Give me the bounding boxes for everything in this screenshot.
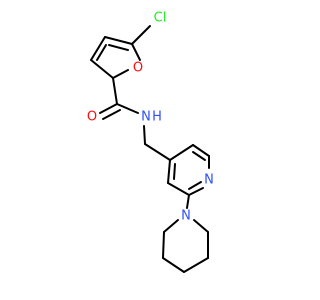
bond-py-c2-c3: [167, 182, 190, 196]
bond-c3-c2: [90, 59, 114, 79]
atom-pyridine-nitrogen-label: N: [204, 173, 214, 188]
bond-pip-c3-c4: [162, 257, 185, 273]
bond-carbonyl-oxygen-1: [99, 103, 118, 114]
bond-pip-c6-n: [193, 219, 209, 233]
bond-py-n1-c2-inner: [188, 181, 202, 190]
furan-ring: [90, 36, 141, 79]
bond-pip-c2-c3: [162, 231, 165, 259]
atom-carbonyl-oxygen-label: O: [87, 110, 97, 125]
bond-carbonyl-oxygen-2: [102, 109, 121, 120]
atom-amide-nitrogen-label: N: [141, 110, 151, 125]
bond-c5-c4: [104, 36, 133, 45]
bond-c4-c3: [90, 36, 106, 61]
bond-pyridine-piperidine: [186, 194, 190, 209]
bond-furan-carbonyl: [112, 77, 118, 105]
bond-c2-o1: [112, 69, 129, 79]
bond-py-c5-c6: [192, 144, 210, 157]
atom-amide-hydrogen-label: H: [152, 110, 162, 125]
bond-py-c3-c4-inner: [173, 163, 176, 180]
bond-c5-c4-inner: [108, 44, 129, 51]
bond-py-n1-c2: [188, 187, 204, 196]
molecule-structure-diagram: Cl O O N H N N: [87, 11, 214, 273]
bond-o1-c5: [131, 43, 141, 61]
bond-pip-n-c2: [163, 219, 179, 233]
piperidine-ring: [162, 219, 209, 273]
bond-methylene-pyridine: [144, 143, 171, 161]
bond-py-c3-c4: [167, 159, 171, 184]
bond-c5-chlorine: [131, 25, 151, 45]
atom-piperidine-nitrogen-label: N: [181, 209, 191, 224]
amide-group: [99, 77, 171, 161]
bond-carbonyl-nitrogen: [116, 103, 139, 114]
bond-py-c4-c5: [169, 144, 194, 161]
bond-py-c5-c6-inner: [192, 151, 206, 161]
atom-furan-oxygen-label: O: [133, 61, 143, 76]
atom-chlorine-label: Cl: [154, 11, 167, 26]
bond-c4-c3-inner: [96, 44, 107, 61]
bond-nitrogen-methylene: [143, 125, 146, 145]
bond-pip-c4-c5: [183, 257, 209, 273]
pyridine-ring: [167, 144, 210, 196]
